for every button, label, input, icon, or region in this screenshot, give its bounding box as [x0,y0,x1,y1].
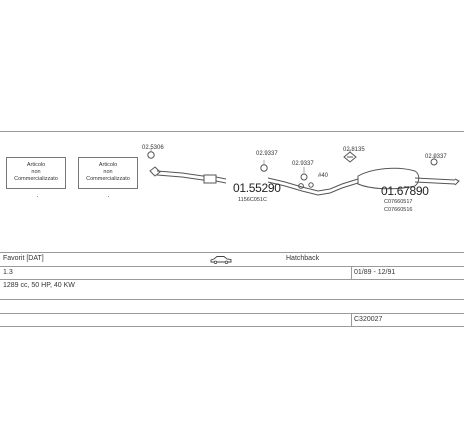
engine-spec: 1289 cc, 50 HP, 40 KW [3,282,75,289]
part-number-bracket: 02.8135 [343,147,365,153]
table-rule-5 [0,313,464,314]
front-pipe-part [149,166,227,184]
part-number-rear-box-sub-1: C07660517 [384,199,413,205]
hanger-label: #40 [318,173,329,179]
table-rule-6 [0,326,464,327]
model-name: Favorit [DAT] [3,255,44,262]
not-available-box-left: Articolo non Commercializzato [6,157,66,189]
table-rule-2 [0,266,464,267]
top-rule [0,131,464,132]
part-number-front-clamp: 02.5306 [142,145,164,151]
part-number-rear-clamp: 02.9337 [425,154,447,160]
hatchback-car-icon [210,255,232,264]
front-clamp-part [147,151,155,159]
engine-size: 1.3 [3,269,13,276]
catalog-number: C320027 [354,316,383,323]
table-rule-1 [0,252,464,253]
exhaust-diagram [147,148,460,196]
part-number-rear-box: 01.67890 [381,184,429,198]
bracket-part [343,151,357,163]
dot-left: · [36,192,39,201]
not-available-text-right: Articolo non Commercializzato [86,162,130,182]
part-number-rear-box-sub-2: C07660516 [384,207,413,213]
mid-clamp-part-2 [300,173,308,181]
not-available-text-left: Articolo non Commercializzato [14,162,58,182]
catalog-column-divider [351,313,352,326]
not-available-box-right: Articolo non Commercializzato [78,157,138,189]
part-number-front-pipe-sub: 1156C051C [238,197,267,203]
table-rule-3 [0,279,464,280]
date-column-divider [351,266,352,279]
table-rule-4 [0,299,464,300]
part-number-mid-clamp-2: 02.9337 [292,161,314,167]
mid-clamp-part [260,164,268,172]
rear-box-part [357,167,460,190]
part-number-front-pipe: 01.55290 [233,181,281,195]
dot-right: · [107,192,110,201]
production-dates: 01/89 - 12/91 [354,269,396,276]
middle-pipe-part [267,177,359,196]
part-number-mid-clamp: 02.9337 [256,151,278,157]
body-type: Hatchback [286,255,320,262]
